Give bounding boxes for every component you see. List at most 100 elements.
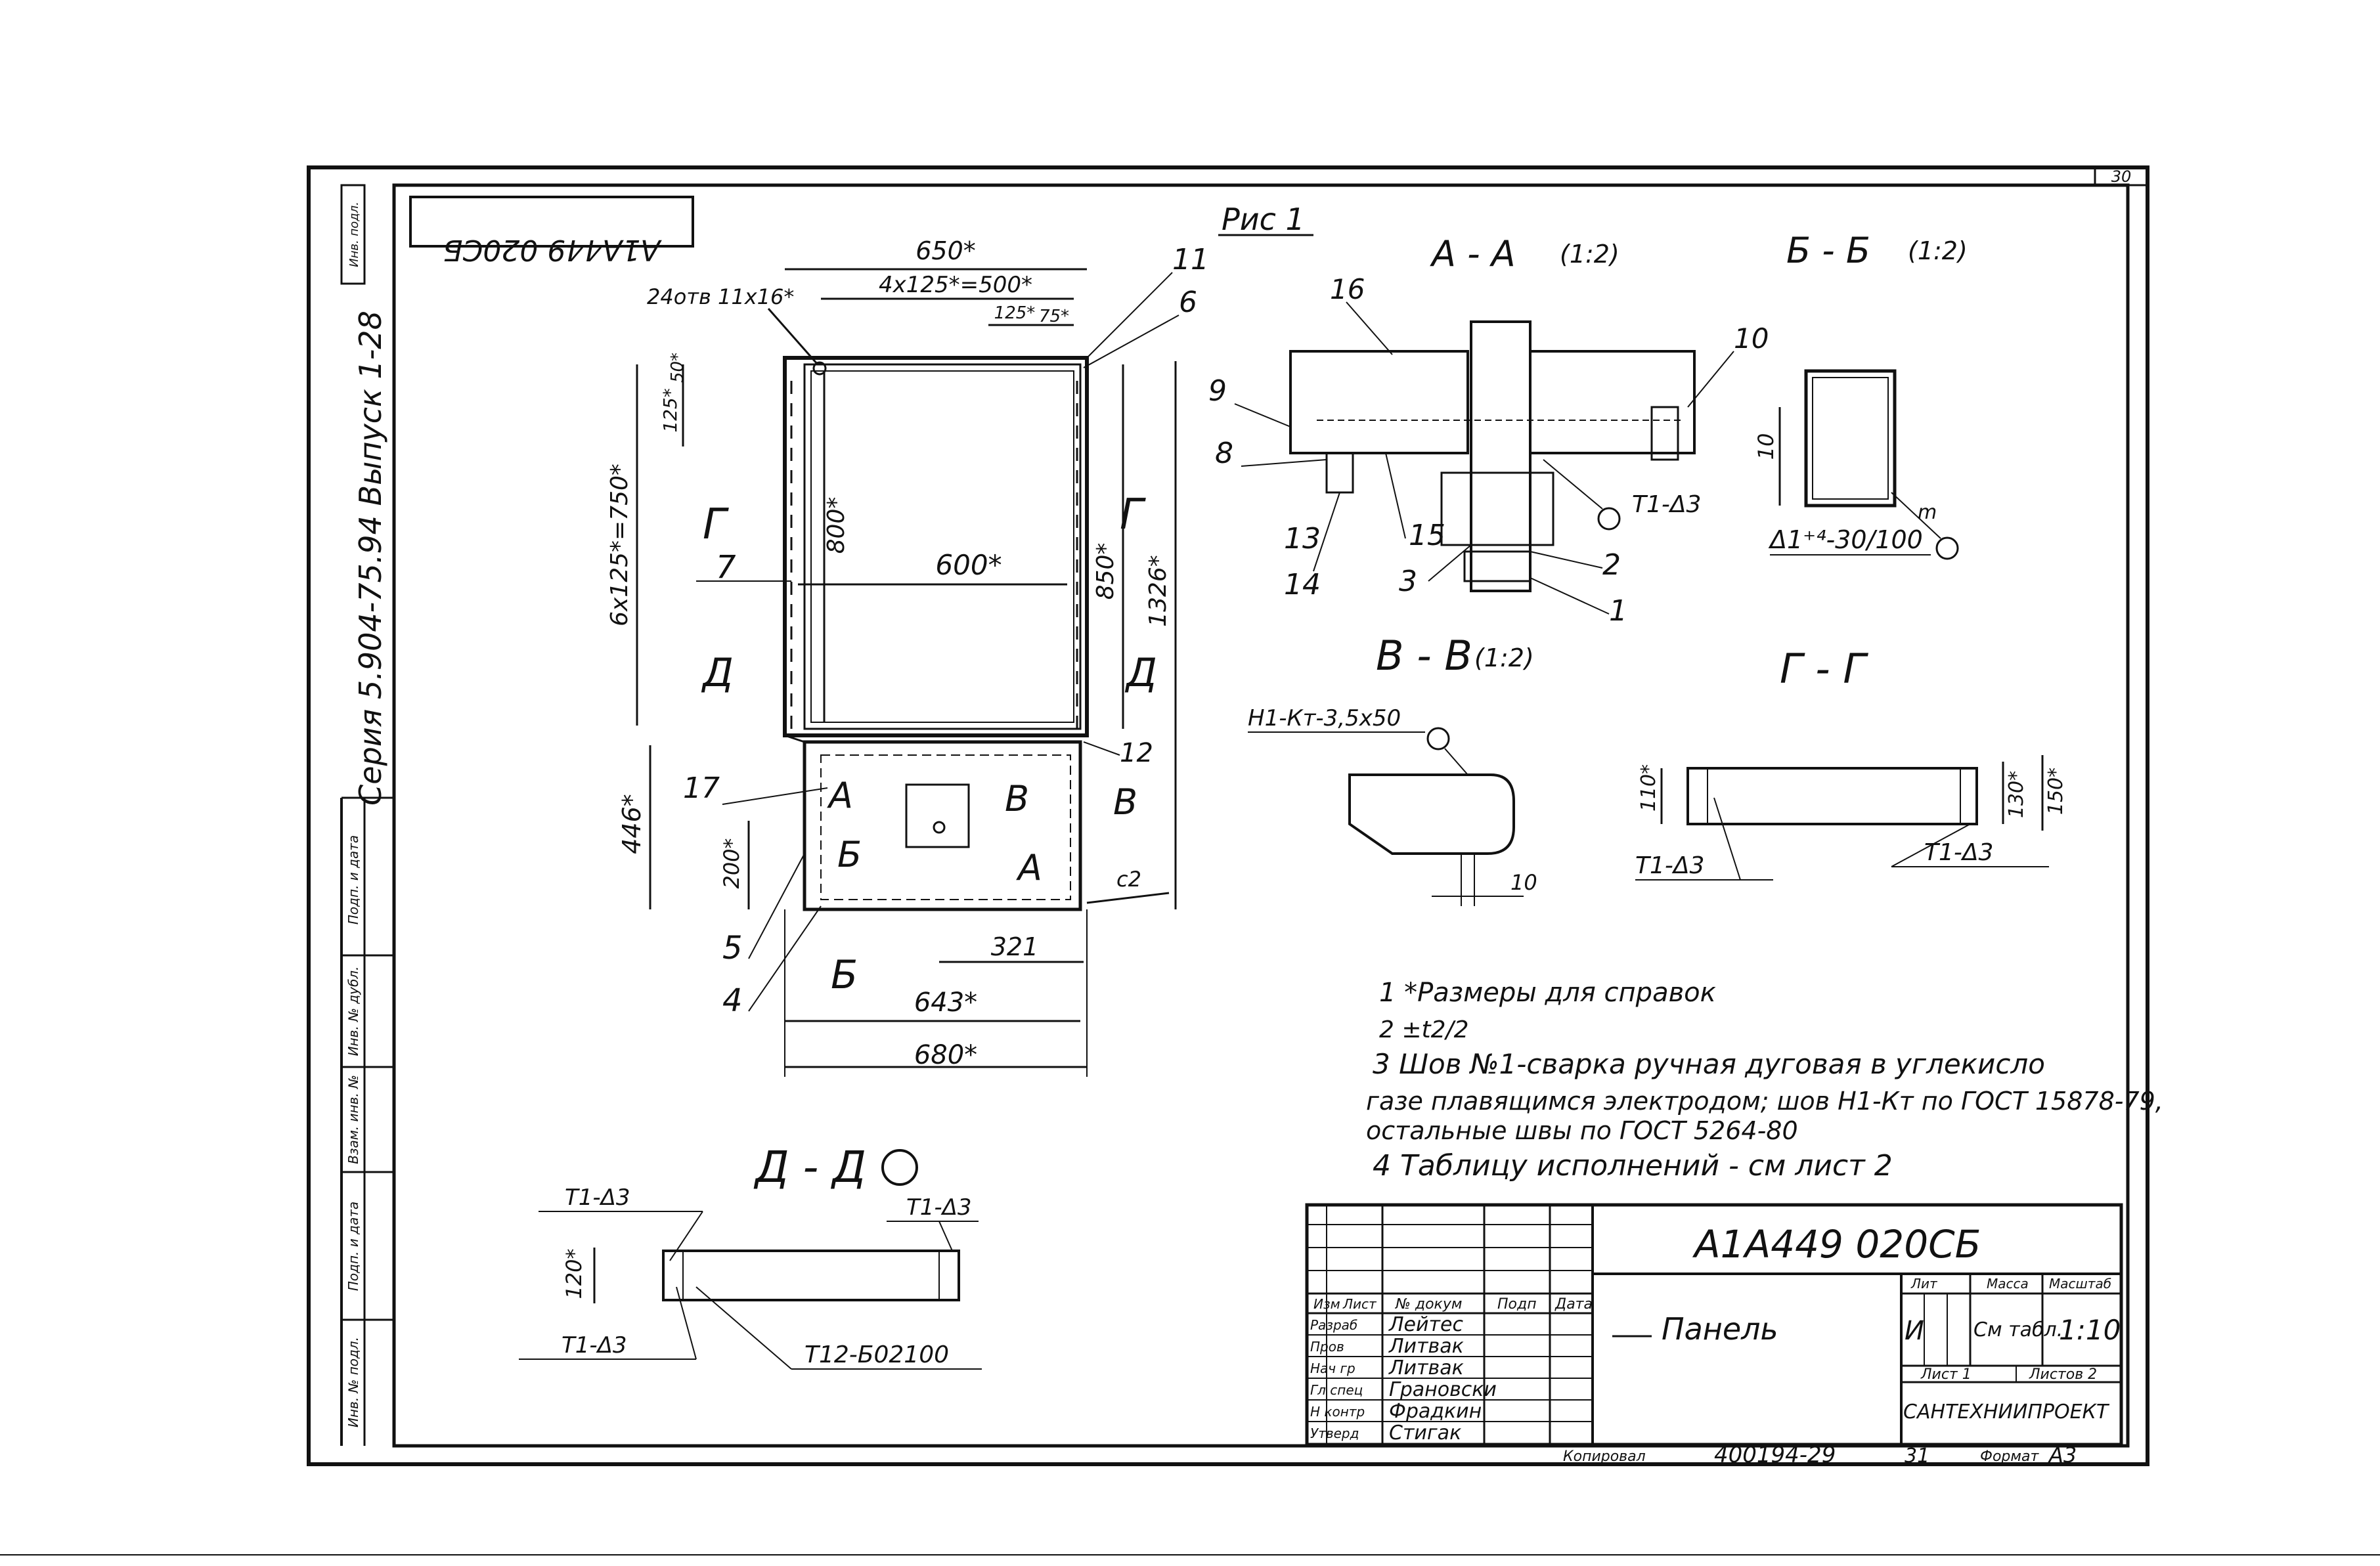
dim-850: 850* [1092, 543, 1119, 600]
note-2: 2 ±t2/2 [1379, 1016, 1469, 1043]
section-dd-dim-120: 120* [562, 1248, 586, 1299]
tb-lit-value: И [1905, 1316, 1924, 1346]
dim-50: 50* [668, 353, 688, 383]
holes-note: 24отв 11x16* [647, 284, 794, 309]
cut-v-left: В [1005, 778, 1029, 819]
footer-inventory: 400194-29 [1714, 1442, 1836, 1468]
footer-sheet-no: 31 [1905, 1445, 1929, 1468]
section-dd: Д - Д Т1-Δ3 Т1-Δ3 120* Т1-Δ3 Т12-Б02100 [519, 1142, 982, 1370]
section-vv-title: В - В [1376, 632, 1472, 680]
tb-role-2: Пров [1310, 1339, 1344, 1355]
tb-name-4: Грановски [1389, 1378, 1497, 1401]
pos-9: 9 [1208, 374, 1227, 408]
pos-16: 16 [1330, 273, 1365, 305]
note-3-line-2: газе плавящимся электродом; шов Н1-Кт по… [1366, 1087, 2163, 1116]
tb-name-6: Стигак [1389, 1422, 1461, 1445]
tb-col-list: Лист [1342, 1296, 1377, 1312]
tb-name-2: Литвак [1388, 1335, 1464, 1358]
tb-role-1: Разраб [1310, 1317, 1357, 1333]
pos-8: 8 [1215, 437, 1233, 470]
tb-mass-label: Масса [1987, 1276, 2029, 1292]
pos-5: 5 [722, 930, 743, 967]
cut-g-right: Г [1120, 490, 1146, 539]
pos-4: 4 [722, 982, 743, 1019]
tb-org: САНТЕХНИИПРОЕКТ [1903, 1401, 2110, 1424]
dim-125v: 125* [659, 388, 681, 432]
strip-label-1: Подп. и дата [345, 835, 361, 924]
dim-321: 321 [991, 932, 1039, 961]
tb-lit-label: Лит [1910, 1276, 1938, 1292]
outer-frame [307, 165, 2149, 1466]
tb-col-sign: Подп [1497, 1296, 1537, 1313]
section-gg-weld-right: Т1-Δ3 [1924, 839, 1993, 866]
footer-format-label: Формат [1980, 1448, 2039, 1465]
section-bb-dim-10: 10 [1753, 433, 1778, 460]
pos-13: 13 [1284, 522, 1321, 555]
dim-1326: 1326* [1145, 555, 1172, 627]
tb-col-izm: Изм [1313, 1296, 1340, 1312]
tb-mass-value: См табл. [1973, 1318, 2063, 1341]
section-aa: А - А (1:2) 16 10 9 8 13 14 15 3 2 1 Т1-… [1208, 233, 1769, 628]
dim-75: 75* [1039, 307, 1069, 326]
section-vv-weld: Н1-Кт-3,5x50 [1248, 705, 1401, 731]
dim-600: 600* [935, 549, 1002, 581]
pos-7: 7 [716, 549, 736, 586]
margin-series-text: Серия 5.904-75.94 Выпуск 1-28 [353, 311, 388, 806]
notes: 1 *Размеры для справок 2 ±t2/2 3 Шов №1-… [1366, 978, 2163, 1183]
section-vv: В - В (1:2) Н1-Кт-3,5x50 10 [1248, 632, 1537, 906]
section-dd-weld-bl: Т1-Δ3 [562, 1332, 627, 1359]
cut-d-right: Д [1124, 650, 1157, 696]
cut-a-right: А [1016, 847, 1042, 888]
section-bb-tolerance: Δ1⁺⁴-30/100 [1768, 525, 1923, 554]
tb-name-5: Фрадкин [1389, 1400, 1482, 1423]
section-dd-title: Д - Д [753, 1142, 866, 1192]
figure-label: Рис 1 [1222, 202, 1305, 237]
section-aa-scale: (1:2) [1560, 240, 1620, 269]
section-gg: Г - Г 110* 130* 150* Т1-Δ3 Т1-Δ3 [1635, 645, 2067, 881]
section-bb: Б - Б (1:2) 10 Δ1⁺⁴-30/100 m [1753, 230, 1968, 560]
tb-scale-value: 1:10 [2059, 1314, 2121, 1346]
pos-15: 15 [1409, 519, 1445, 552]
section-gg-dim-130: 130* [2005, 771, 2028, 818]
footer: Копировал 400194-29 31 Формат А3 [1563, 1442, 2077, 1468]
pos-12: 12 [1120, 738, 1153, 768]
pos-3: 3 [1399, 565, 1417, 598]
cut-a-left: А [827, 775, 853, 816]
tb-role-5: Н контр [1310, 1404, 1365, 1420]
note-4: 4 Таблицу исполнений - см лист 2 [1373, 1149, 1893, 1183]
dim-446: 446* [617, 794, 646, 854]
footer-format-value: А3 [2048, 1443, 2077, 1468]
section-gg-weld-left: Т1-Δ3 [1635, 852, 1704, 879]
tb-sheets-label: Листов 2 [2029, 1366, 2097, 1383]
section-gg-dim-110: 110* [1637, 764, 1660, 812]
section-gg-dim-150: 150* [2044, 768, 2067, 815]
tb-role-6: Утверд [1310, 1425, 1359, 1441]
tb-sheet-label: Лист 1 [1920, 1366, 1972, 1383]
cut-g-left: Г [703, 500, 729, 549]
dim-800: 800* [823, 497, 850, 554]
section-dd-weld-tr: Т1-Δ3 [906, 1194, 972, 1221]
section-dd-weld-tl: Т1-Δ3 [565, 1185, 630, 1211]
title-block: Изм Лист № докум Подп Дата Разраб Лейтес… [1305, 1203, 2123, 1446]
section-bb-title: Б - Б [1786, 230, 1870, 271]
tb-role-4: Гл спец [1310, 1382, 1363, 1398]
dim-125: 125* [994, 303, 1036, 323]
note-3-line-3: остальные швы по ГОСТ 5264-80 [1366, 1116, 1798, 1145]
section-aa-weld: Т1-Δ3 [1632, 491, 1701, 518]
tb-name-1: Лейтес [1388, 1313, 1463, 1336]
section-gg-title: Г - Г [1780, 645, 1868, 693]
pos-11: 11 [1172, 243, 1209, 276]
dim-643: 643* [914, 988, 977, 1018]
dim-650: 650* [915, 236, 976, 265]
tb-name-3: Литвак [1388, 1357, 1464, 1380]
cut-d-left: Д [701, 650, 734, 696]
strip-label-2: Инв. № дубл. [345, 967, 361, 1056]
stamp-code-mirrored: А1А449 020СБ [443, 233, 662, 267]
footer-copied-label: Копировал [1563, 1448, 1646, 1465]
section-vv-dim-10: 10 [1510, 870, 1537, 895]
pos-14: 14 [1284, 568, 1321, 601]
dim-6x125: 6x125*=750* [606, 464, 633, 626]
stamp-box [409, 196, 694, 248]
tb-role-3: Нач гр [1310, 1360, 1355, 1376]
